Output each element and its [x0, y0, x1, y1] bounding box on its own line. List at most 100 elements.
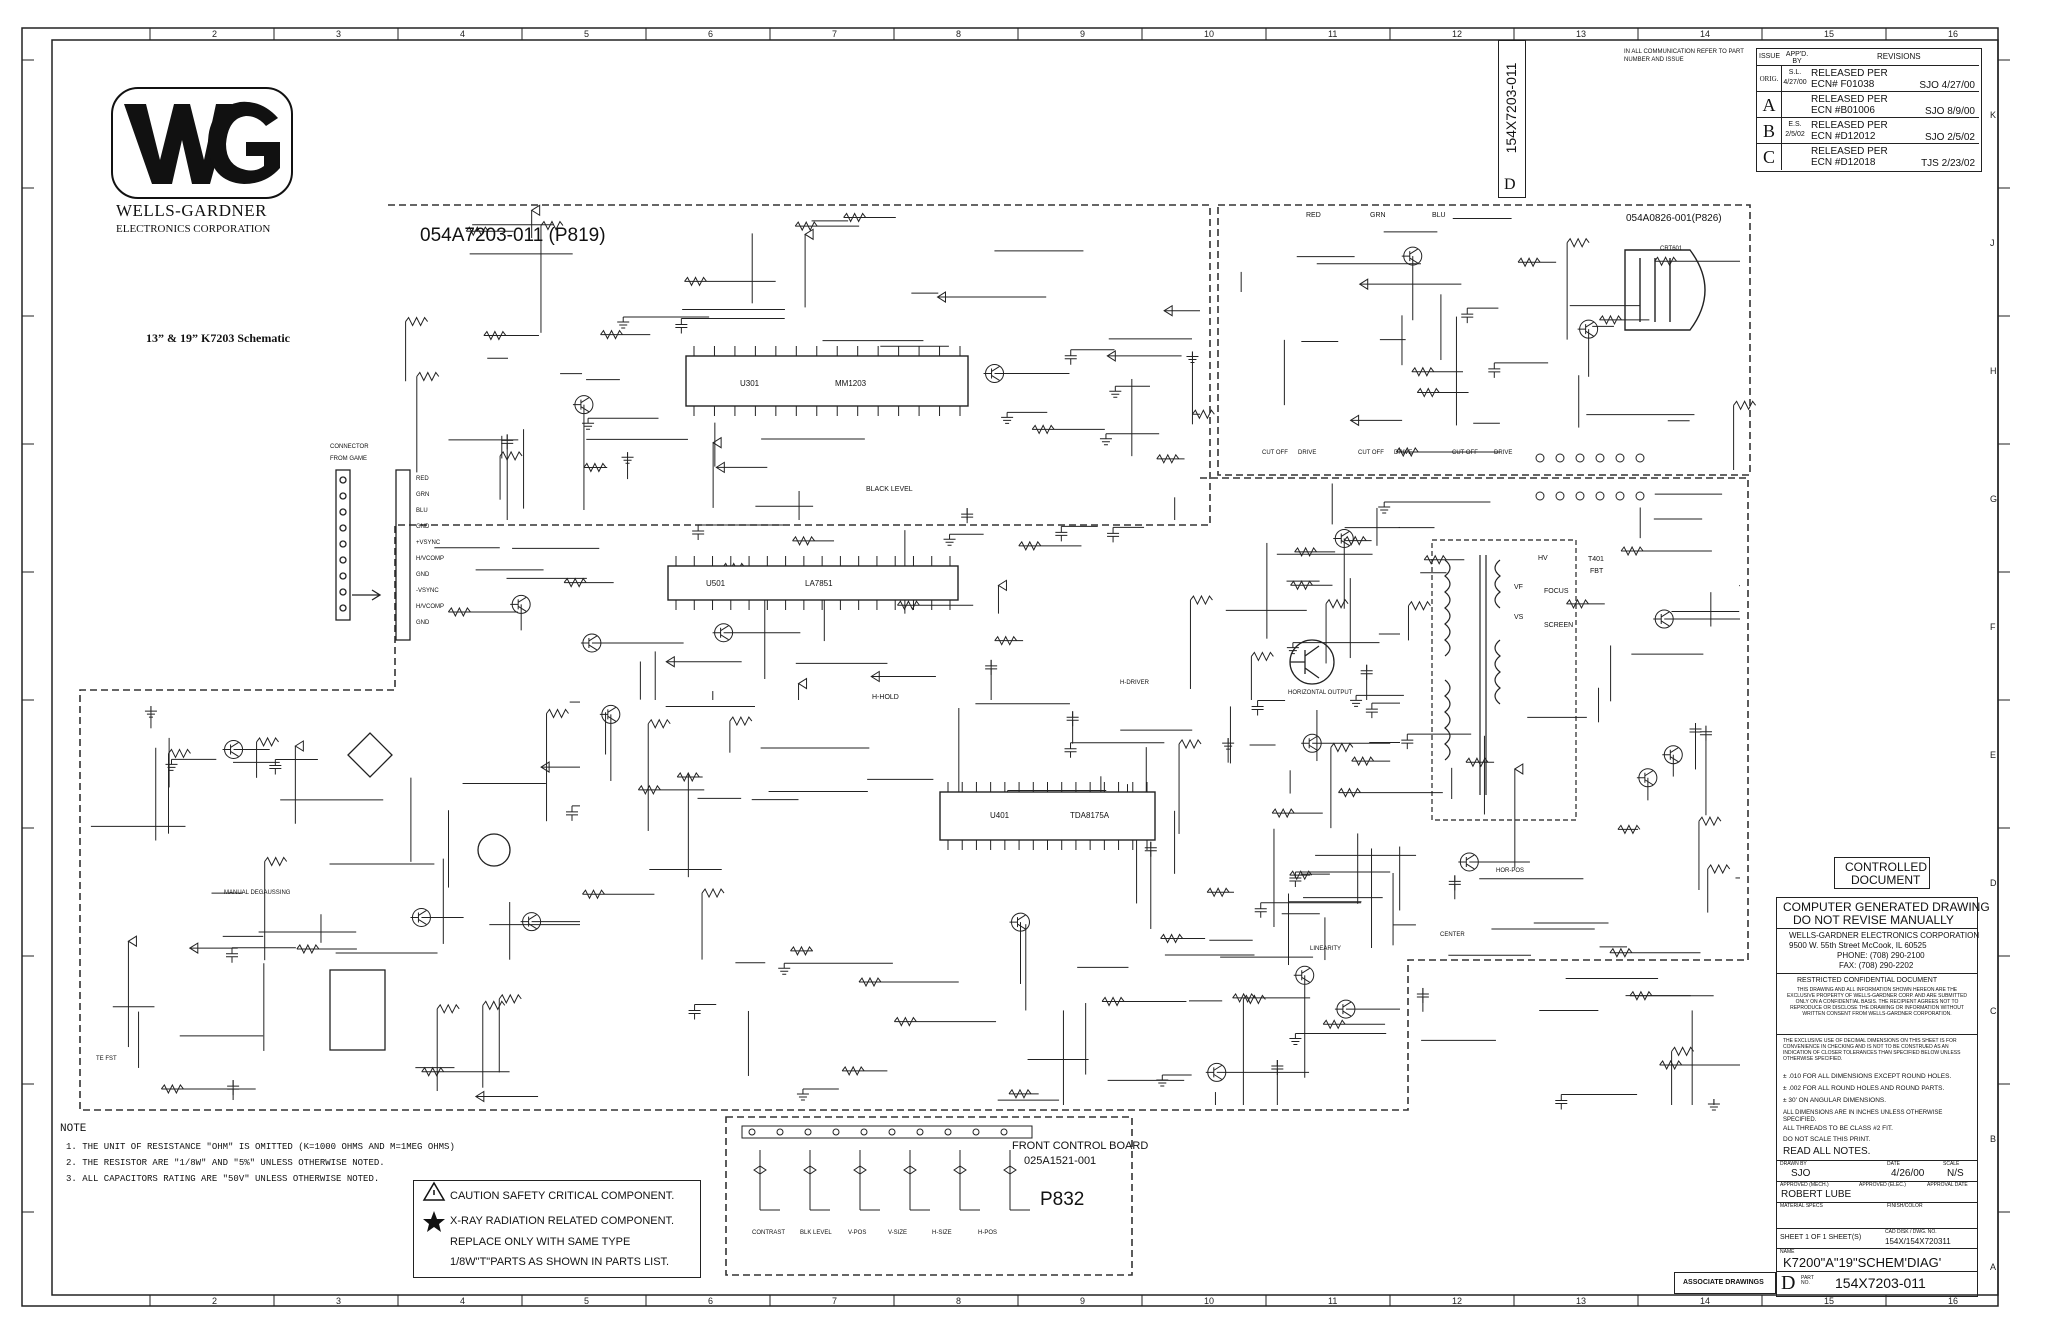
crt-control-label: CUT OFF	[1452, 450, 1478, 456]
flyback-transformer	[1431, 539, 1577, 821]
tolerance-1: ± .010 FOR ALL DIMENSIONS EXCEPT ROUND H…	[1783, 1073, 1952, 1080]
note-item: 3. ALL CAPACITORS RATING ARE "50V" UNLES…	[66, 1174, 380, 1184]
connector-pin-label: H/VCOMP	[416, 604, 445, 610]
front-board-label: FRONT CONTROL BOARD	[1012, 1140, 1149, 1152]
components	[127, 204, 1757, 1211]
grid-row-right: D	[1990, 878, 1997, 888]
grid-row-right: E	[1990, 750, 1996, 760]
grid-col-top: 2	[212, 29, 217, 39]
name-value: K7200"A"19"SCHEM'DIAG'	[1783, 1255, 1942, 1270]
note-item: 1. THE UNIT OF RESISTANCE "OHM" IS OMITT…	[66, 1142, 455, 1152]
front-board-id: P832	[1040, 1189, 1085, 1210]
connector-pin-label: GND	[416, 572, 430, 578]
material-label: MATERIAL SPECS	[1780, 1203, 1823, 1209]
rev-revisions-header: REVISIONS	[1877, 52, 1921, 61]
finish-label: FINISH/COLOR	[1887, 1203, 1923, 1209]
power-ic	[329, 833, 511, 1051]
address-line3: PHONE: (708) 290-2100	[1837, 951, 1925, 960]
grid-col-bottom: 16	[1948, 1296, 1958, 1306]
fbt-label: VF	[1514, 584, 1523, 591]
revision-date: 4/27/00	[1783, 79, 1807, 86]
vertical-doc-size: D	[1504, 176, 1516, 193]
cad-value: 154X/154X720311	[1885, 1237, 1951, 1246]
grid-col-top: 5	[584, 29, 589, 39]
bridge-rectifier	[347, 732, 393, 778]
scale-value: N/S	[1947, 1168, 1964, 1179]
black-level-label: BLACK LEVEL	[866, 486, 913, 493]
section-outlines	[79, 204, 1751, 1276]
front-board-part: 025A1521-001	[1024, 1155, 1097, 1167]
grid-col-bottom: 6	[708, 1296, 713, 1306]
grid-col-top: 13	[1576, 29, 1586, 39]
ic-u401-part: TDA8175A	[1070, 811, 1110, 820]
revision-signature: SJO 2/5/02	[1924, 132, 1975, 143]
grid-row-right: K	[1990, 110, 1996, 120]
controlled-line1: CONTROLLED	[1845, 860, 1928, 874]
grid-row-right: F	[1990, 622, 1996, 632]
date-label: DATE	[1887, 1161, 1900, 1167]
connector-pin-label: BLU	[416, 508, 428, 514]
color-label: BLU	[1432, 212, 1446, 219]
fbt-label: FBT	[1590, 568, 1604, 575]
xray-star	[423, 1211, 445, 1232]
ic-bodies	[667, 355, 1156, 841]
date-value: 4/26/00	[1891, 1168, 1925, 1179]
connector-pin-label: GRN	[416, 492, 430, 498]
revision-text2: ECN #D12018	[1811, 157, 1876, 168]
computer-generated-line1: COMPUTER GENERATED DRAWING	[1783, 900, 1990, 914]
scale-label: SCALE	[1943, 1161, 1960, 1167]
color-label: RED	[1306, 212, 1321, 219]
revision-issue: B	[1757, 118, 1782, 144]
grid-col-top: 9	[1080, 29, 1085, 39]
computer-generated-line2: DO NOT REVISE MANUALLY	[1793, 913, 1954, 927]
grid-col-bottom: 8	[956, 1296, 961, 1306]
center-label: CENTER	[1440, 932, 1465, 938]
connector-title: CONNECTOR	[330, 444, 369, 450]
ic-u501-part: LA7851	[805, 579, 833, 588]
front-control-label: H-SIZE	[932, 1230, 952, 1236]
grid-col-bottom: 7	[832, 1296, 837, 1306]
caution-line3: REPLACE ONLY WITH SAME TYPE	[450, 1236, 631, 1248]
linearity-label: LINEARITY	[1310, 946, 1342, 952]
crt-board-label: 054A0826-001(P826)	[1626, 213, 1722, 224]
grid-row-right: G	[1990, 494, 1997, 504]
tolerance-4: ALL DIMENSIONS ARE IN INCHES UNLESS OTHE…	[1783, 1110, 1943, 1123]
caution-box: CAUTION SAFETY CRITICAL COMPONENT. X-RAY…	[413, 1180, 701, 1278]
company-name: WELLS-GARDNER	[116, 201, 267, 220]
caution-line1: CAUTION SAFETY CRITICAL COMPONENT.	[450, 1190, 675, 1202]
front-control-label: V-POS	[848, 1230, 867, 1236]
revision-block: ISSUE APP'D. BY REVISIONS ORIG.S.L.4/27/…	[1756, 48, 1982, 172]
tolerance-3: ± 30' ON ANGULAR DIMENSIONS.	[1783, 1097, 1887, 1104]
color-label: GRN	[1370, 212, 1386, 219]
h-driver-label: H-DRIVER	[1120, 680, 1150, 686]
connector-pin-label: +VSYNC	[416, 540, 441, 546]
ic-u501-ref: U501	[706, 579, 726, 588]
restricted-heading: RESTRICTED CONFIDENTIAL DOCUMENT	[1797, 977, 1938, 984]
grid-col-top: 8	[956, 29, 961, 39]
associate-drawings-box: ASSOCIATE DRAWINGS	[1674, 1272, 1776, 1294]
game-connector	[335, 469, 411, 641]
communication-note: IN ALL COMMUNICATION REFER TO PART NUMBE…	[1624, 49, 1744, 63]
fbt-label: SCREEN	[1544, 622, 1574, 629]
grid-col-bottom: 15	[1824, 1296, 1834, 1306]
revision-by: S.L.	[1788, 69, 1802, 76]
connector-pin-label: GND	[416, 620, 430, 626]
grid-row-right: H	[1990, 366, 1997, 376]
grid-labels: 2233445566778899101011111212131314141515…	[212, 29, 1997, 1306]
grid-col-bottom: 2	[212, 1296, 217, 1306]
restricted-body: THIS DRAWING AND ALL INFORMATION SHOWN H…	[1786, 987, 1968, 1017]
grid-col-bottom: 3	[336, 1296, 341, 1306]
associate-drawings: ASSOCIATE DRAWINGS	[1683, 1279, 1764, 1286]
revision-date: 2/5/02	[1785, 131, 1805, 138]
grid-row-right: C	[1990, 1006, 1997, 1016]
wiring	[90, 210, 1740, 1105]
grid-col-bottom: 10	[1204, 1296, 1214, 1306]
vertical-doc-box: 154X7203-011 D	[1498, 40, 1526, 198]
front-control-label: H-POS	[978, 1230, 998, 1236]
grid-col-top: 10	[1204, 29, 1214, 39]
connector-pin-label: RED	[416, 476, 429, 482]
revision-by: E.S.	[1788, 121, 1802, 128]
